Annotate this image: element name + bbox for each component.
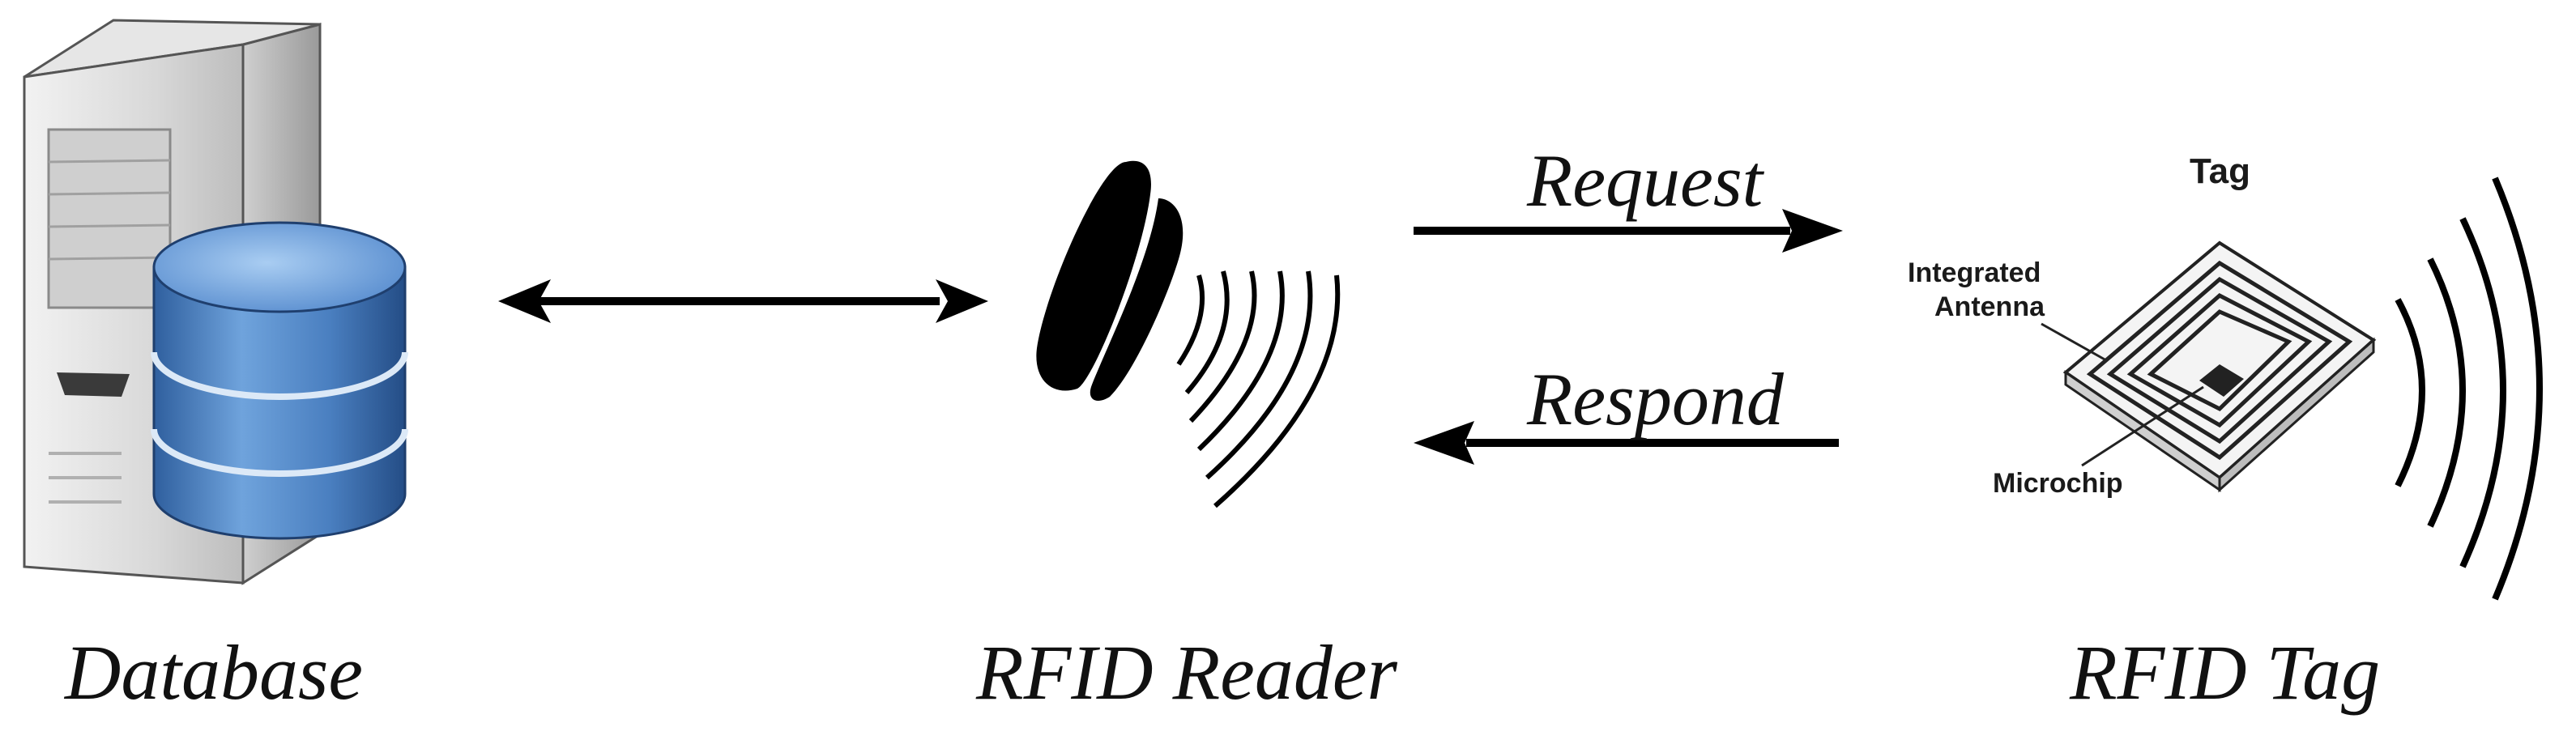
rfid-reader-caption: RFID Reader <box>976 629 1397 716</box>
microchip-label: Microchip <box>1993 468 2123 499</box>
respond-arrow <box>1414 421 1839 465</box>
rfid-tag-icon <box>2041 176 2543 601</box>
tag-title-label: Tag <box>2190 151 2250 191</box>
respond-label: Respond <box>1527 358 1784 440</box>
integrated-antenna-label-line2: Antenna <box>1934 291 2045 322</box>
rfid-reader-icon <box>1036 160 1341 508</box>
integrated-antenna-label-line1: Integrated <box>1908 257 2041 288</box>
database-reader-link-arrow <box>498 279 988 323</box>
request-label: Request <box>1527 139 1764 222</box>
rfid-tag-caption: RFID Tag <box>2070 629 2381 716</box>
request-arrow <box>1414 209 1843 253</box>
database-caption: Database <box>65 629 363 716</box>
database-cylinder-icon <box>151 221 408 540</box>
